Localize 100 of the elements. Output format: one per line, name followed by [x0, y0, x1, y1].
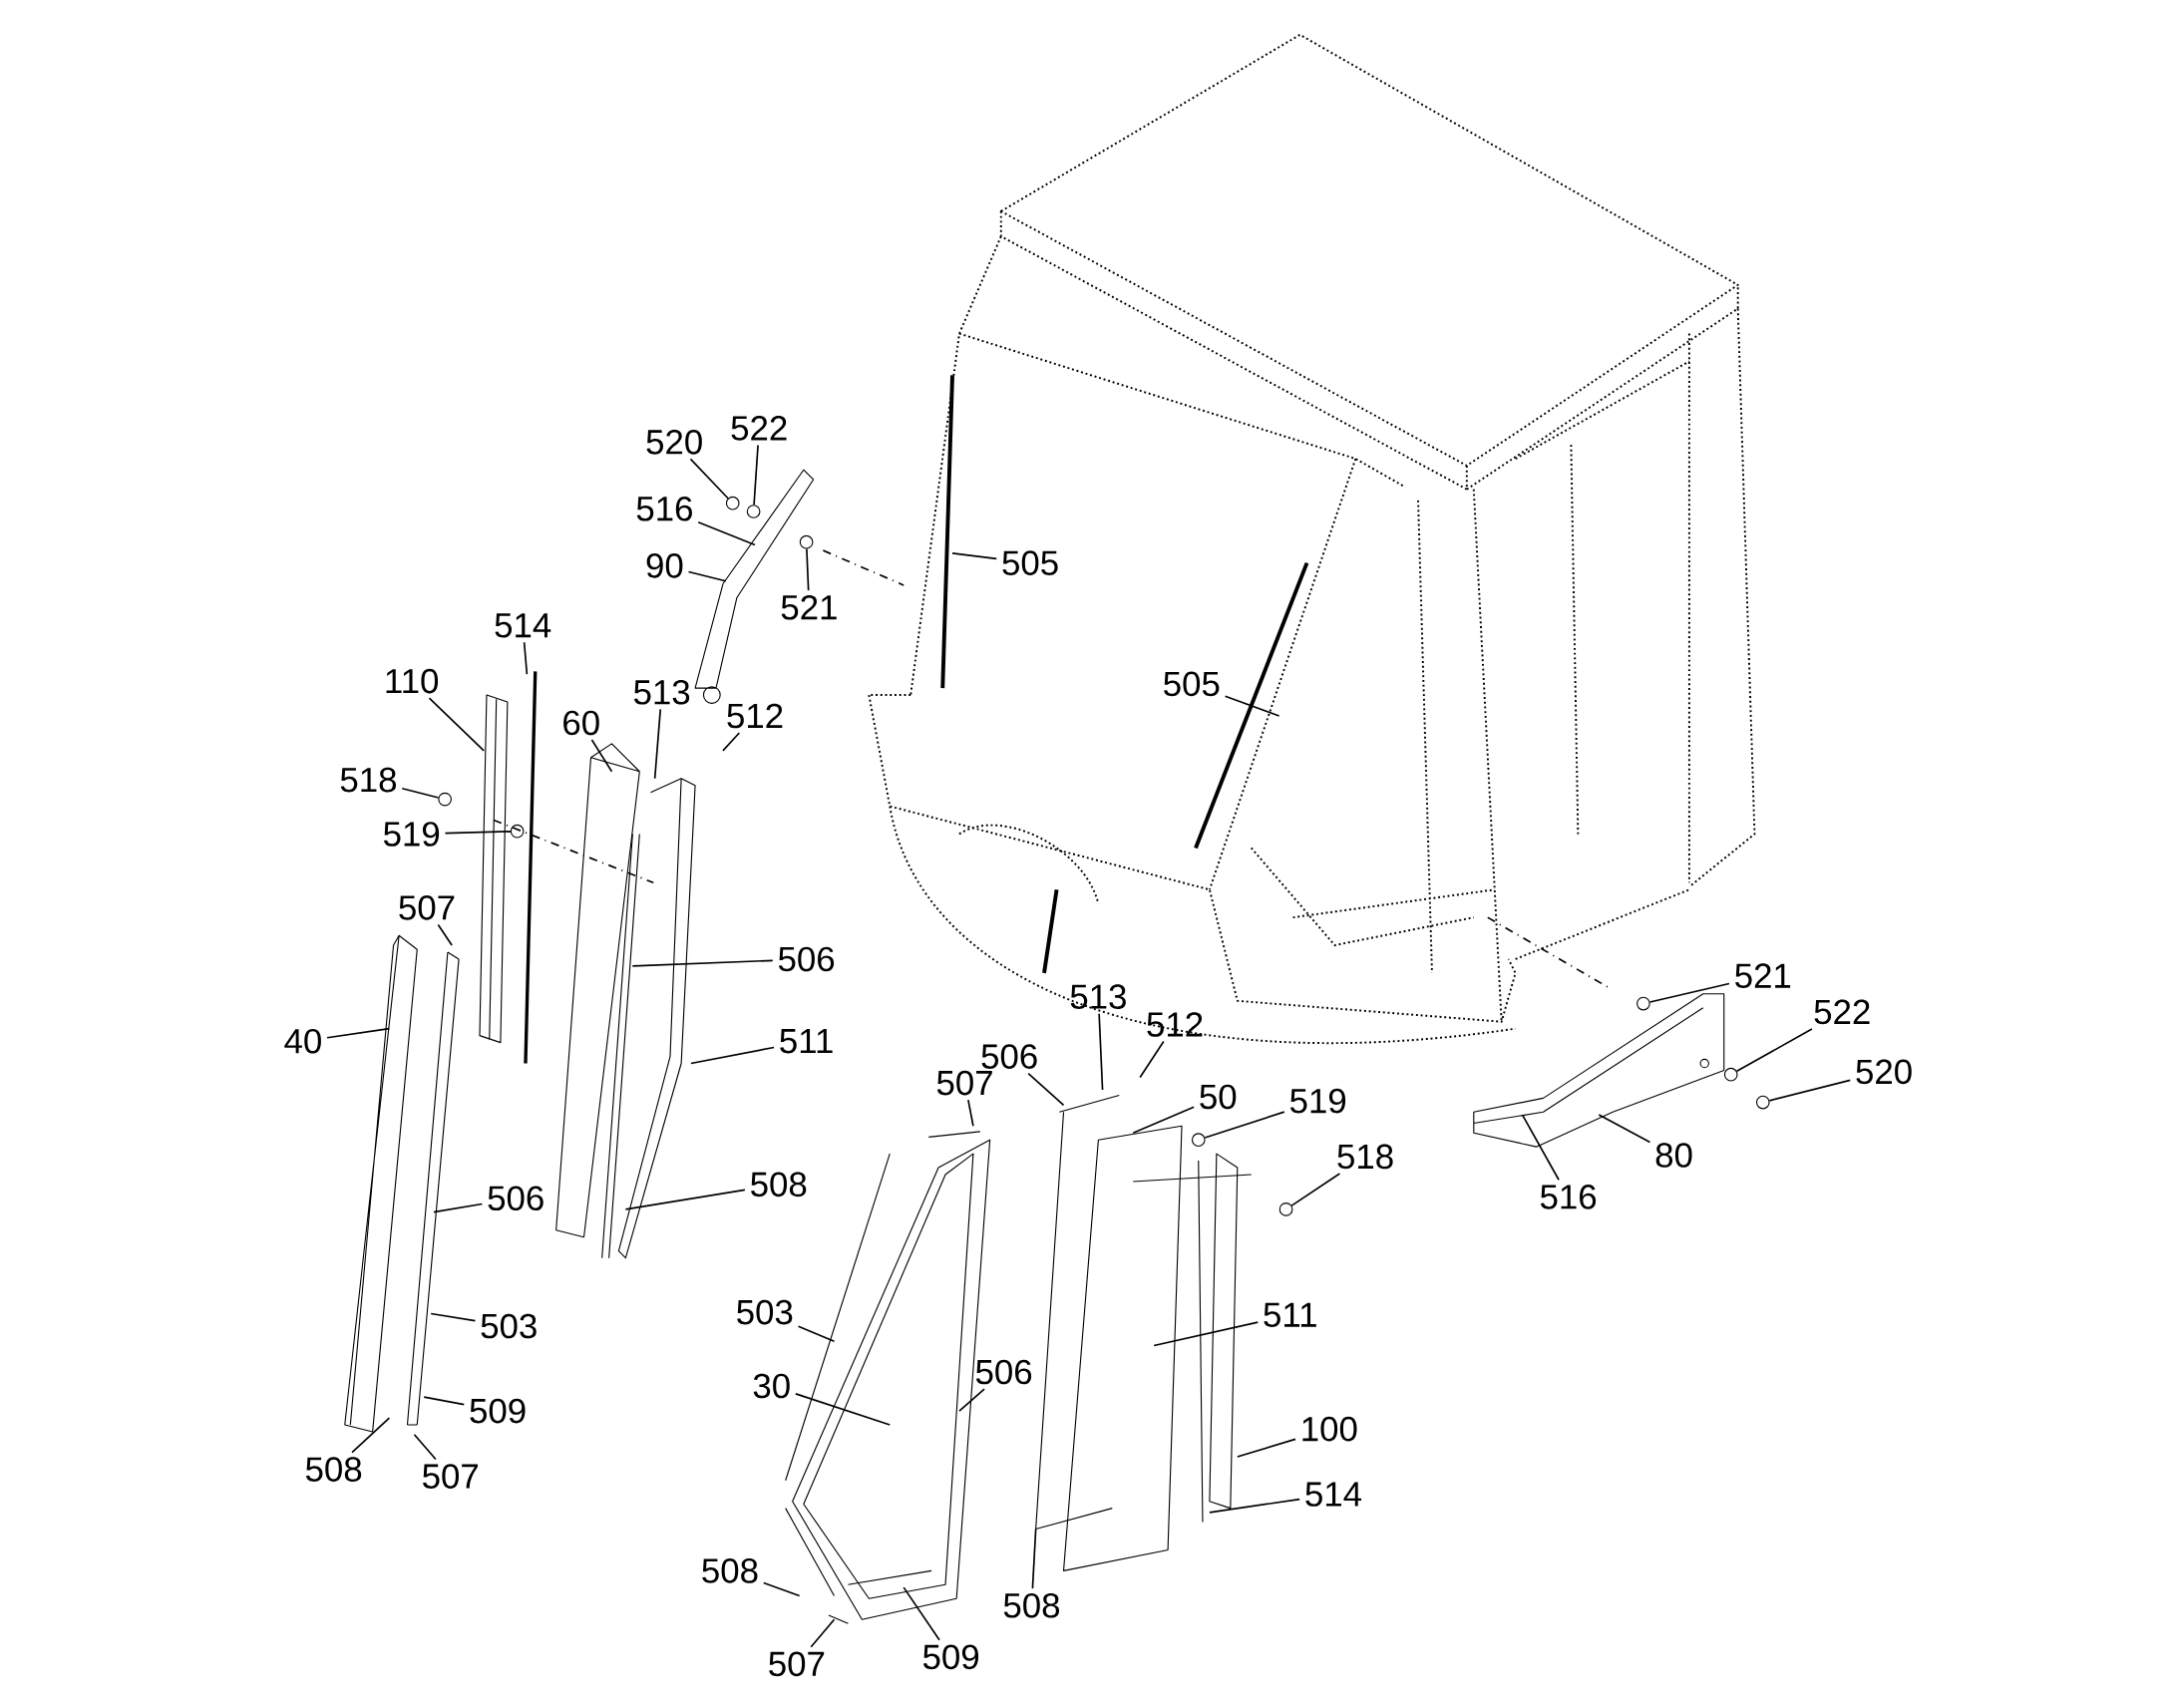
leader-line [1735, 1028, 1813, 1072]
callout-number: 522 [1814, 999, 1870, 1025]
leader-line [795, 1392, 892, 1426]
leader-line [1236, 1438, 1296, 1458]
leader-line [1027, 1072, 1065, 1106]
callout-number: 508 [702, 1557, 758, 1583]
leader-line [762, 1581, 801, 1597]
leader-line [903, 1586, 940, 1641]
washer [725, 496, 740, 511]
callout-number: 506 [975, 1359, 1032, 1385]
callout-number: 522 [731, 415, 787, 441]
leader-line [689, 458, 729, 500]
leader-line [697, 520, 756, 546]
callout-number: 518 [340, 767, 396, 793]
leader-line [1521, 1114, 1560, 1181]
leader-line [958, 1388, 985, 1412]
leader-line [590, 739, 613, 773]
leader-line [430, 1312, 477, 1322]
callout-number: 60 [563, 710, 599, 736]
leader-line [423, 1396, 466, 1406]
washer [438, 792, 452, 807]
callout-number: 30 [753, 1373, 790, 1399]
leader-line [1598, 1114, 1651, 1144]
washer [799, 534, 814, 549]
callout-number: 512 [727, 703, 783, 729]
leader-line [413, 1433, 437, 1461]
callout-number: 519 [1290, 1088, 1346, 1114]
leader-line [1153, 1321, 1260, 1347]
leader-line [1204, 1111, 1285, 1139]
callout-number: 508 [305, 1457, 362, 1482]
leader-line [1209, 1498, 1300, 1514]
callout-number: 507 [399, 894, 455, 920]
leader-line [1031, 1528, 1037, 1589]
callout-number: 507 [769, 1651, 825, 1676]
callout-number: 507 [423, 1464, 478, 1489]
leader-line [523, 641, 529, 675]
callout-number: 516 [1540, 1184, 1597, 1209]
washer [1636, 996, 1650, 1011]
callout-number: 520 [646, 429, 702, 455]
leader-line [951, 551, 998, 560]
washer [746, 505, 761, 518]
leader-line [722, 732, 741, 752]
leader-line [806, 547, 810, 591]
leader-line [1139, 1040, 1165, 1079]
callout-number: 521 [781, 594, 837, 620]
callout-number: 518 [1337, 1144, 1393, 1170]
callout-number: 513 [633, 679, 690, 705]
leader-line [428, 697, 485, 752]
washer [1278, 1201, 1293, 1216]
callout-number: 506 [488, 1186, 544, 1210]
leader-line [653, 708, 662, 780]
callout-number: 508 [751, 1172, 807, 1196]
leader-line [687, 570, 727, 582]
callout-number: 509 [470, 1398, 526, 1424]
callout-number: 519 [384, 821, 440, 847]
callout-number: 509 [922, 1644, 979, 1669]
leader-line [1224, 695, 1280, 717]
callout-number: 511 [1264, 1302, 1316, 1327]
washer [1755, 1095, 1770, 1110]
callout-number: 520 [1856, 1059, 1912, 1085]
callout-number: 514 [495, 613, 551, 638]
callout-number: 508 [1003, 1592, 1060, 1618]
callout-number: 514 [1305, 1482, 1362, 1507]
leader-line [810, 1618, 836, 1648]
leader-line [753, 444, 759, 506]
callout-number: 90 [646, 552, 683, 578]
leader-line [437, 923, 453, 946]
leader-line [1768, 1079, 1852, 1102]
washer [510, 824, 525, 839]
leader-line [624, 1189, 746, 1210]
callout-number: 50 [1200, 1084, 1237, 1110]
leader-line [631, 959, 774, 967]
callout-number: 505 [1164, 671, 1220, 697]
callout-number: 512 [1147, 1011, 1203, 1037]
leader-line [433, 1202, 484, 1213]
leader-line [797, 1325, 836, 1342]
callout-number: 40 [284, 1028, 321, 1054]
callout-number: 507 [936, 1070, 992, 1096]
callout-number: 503 [481, 1313, 537, 1339]
leader-line [967, 1099, 974, 1127]
leader-line [1290, 1173, 1341, 1206]
callout-number: 100 [1302, 1416, 1357, 1442]
leader-line [444, 830, 512, 835]
callout-number: 521 [1735, 963, 1791, 988]
callout-number: 505 [1002, 550, 1058, 575]
callout-number: 511 [780, 1028, 833, 1054]
callout-number: 506 [778, 946, 835, 972]
leader-line [690, 1046, 775, 1065]
leader-line [1648, 982, 1730, 1003]
callout-number: 80 [1655, 1143, 1692, 1168]
washer [1723, 1067, 1738, 1082]
leader-line [401, 787, 440, 799]
callout-number: 506 [981, 1044, 1037, 1069]
callout-number: 110 [386, 668, 439, 694]
leader-line [326, 1027, 391, 1039]
callout-number: 503 [737, 1299, 793, 1325]
washer [1191, 1133, 1206, 1147]
callout-number: 516 [636, 496, 692, 521]
callout-number: 513 [1070, 984, 1126, 1009]
leader-line [351, 1417, 391, 1454]
